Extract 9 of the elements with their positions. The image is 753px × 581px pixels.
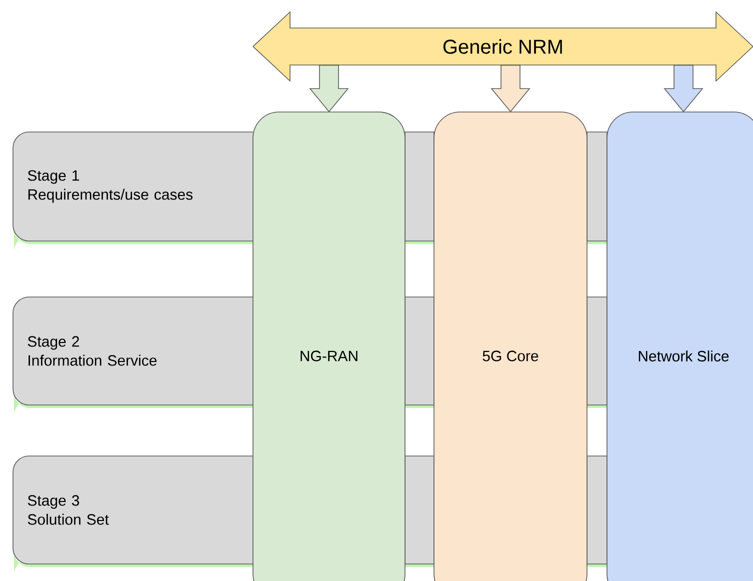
block-arrow — [664, 64, 704, 112]
stage-band: Stage 2 Information Service — [12, 296, 254, 416]
domain-column: Network Slice — [606, 112, 753, 581]
stage-band: Stage 3 Solution Set — [12, 456, 254, 575]
block-arrow — [490, 64, 530, 112]
domain-column: 5G Core — [434, 112, 588, 581]
stage-band: Stage 1 Requirements/use cases — [12, 132, 254, 252]
domain-column: NG-RAN — [252, 112, 406, 581]
block-arrow — [309, 64, 349, 112]
